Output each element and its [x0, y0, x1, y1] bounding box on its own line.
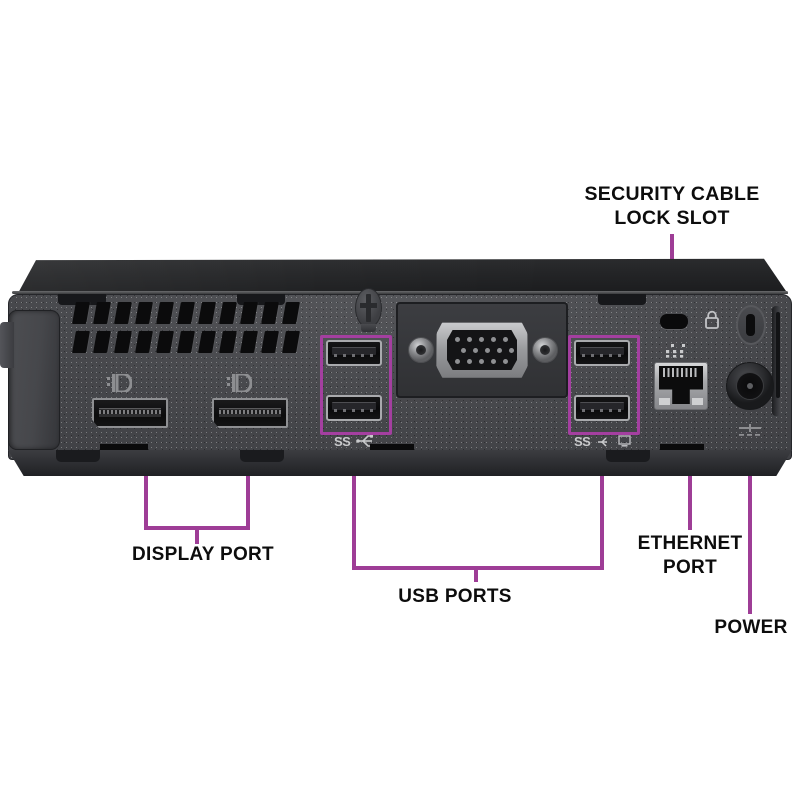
right-edge-latch-groove [776, 312, 780, 398]
rj45-foot-right [692, 398, 703, 405]
vga-pin [467, 337, 472, 342]
vga-pin [473, 348, 478, 353]
padlock-icon [704, 310, 720, 330]
vga-pin [455, 337, 460, 342]
chassis-base-lip [8, 450, 792, 476]
mini-pc-rear-panel: SS [0, 258, 800, 498]
vent-slot [114, 331, 132, 353]
power-jack-center-pin [747, 383, 753, 389]
lid-seam [12, 291, 788, 294]
thumbscrew-slot-vertical [366, 294, 371, 322]
label-ethernet-port: ETHERNET PORT [637, 533, 743, 578]
displayport-2-pins [219, 410, 281, 414]
label-security-cable-lock-slot: SECURITY CABLE LOCK SLOT [584, 183, 760, 230]
vga-pin [497, 348, 502, 353]
leader-line-ethernet [688, 438, 692, 530]
leader-line-usb-left [352, 438, 356, 570]
vga-pin [485, 348, 490, 353]
displayport-1-pins [99, 410, 161, 414]
vent-slot [177, 331, 195, 353]
lid-reflection [17, 258, 788, 294]
vent-slot [93, 302, 111, 324]
usb-port-4-pins [582, 409, 622, 412]
vga-pin [491, 337, 496, 342]
dc-power-icon [735, 424, 765, 442]
vent-slot [177, 302, 195, 324]
leader-line-usb-right [600, 438, 604, 570]
vga-pin [479, 359, 484, 364]
vent-slot [114, 302, 132, 324]
usb-port-3-pins [582, 354, 622, 357]
vga-pin [467, 359, 472, 364]
label-power: POWER [714, 617, 788, 638]
vent-slot [156, 331, 174, 353]
vent-slot [240, 331, 258, 353]
vent-slot [261, 331, 279, 353]
side-access-panel [8, 310, 60, 450]
vga-pin [479, 337, 484, 342]
usb-port-4-tongue [580, 402, 624, 410]
leader-line-display-left [144, 426, 148, 530]
leader-line-display-stem [195, 526, 199, 544]
chassis-top-lid [17, 258, 788, 294]
vent-slot [219, 302, 237, 324]
vga-pin [491, 359, 496, 364]
vent-slot [261, 302, 279, 324]
display-marking-icon [618, 434, 631, 452]
ethernet-led-indicator-icons [663, 344, 695, 358]
usb-port-1-tongue [332, 347, 376, 355]
vent-slot [240, 302, 258, 324]
highlight-usb-right-group [568, 335, 640, 435]
vent-slot [135, 331, 153, 353]
vga-pin [509, 348, 514, 353]
top-notch [58, 294, 106, 305]
vent-slot [282, 302, 300, 324]
vga-pin [461, 348, 466, 353]
usb-port-1-pins [334, 354, 374, 357]
vent-slot [282, 331, 300, 353]
label-usb-ports: USB PORTS [398, 586, 512, 607]
label-display-port: DISPLAY PORT [132, 544, 274, 565]
thumbscrew-slot-horizontal [360, 303, 377, 308]
leader-line-usb-bracket [352, 566, 604, 570]
vga-thumbscrew-right [532, 337, 558, 363]
side-panel-lip [0, 322, 14, 368]
vga-thumbscrew-left [408, 337, 434, 363]
vent-slot [93, 331, 111, 353]
chassis-keylock-slot [746, 314, 755, 336]
security-cable-lock-slot[interactable] [660, 314, 688, 329]
vent-slot [198, 302, 216, 324]
ventilation-grille [70, 302, 310, 360]
thumbscrew-tab [361, 324, 376, 332]
top-notch [237, 294, 285, 305]
usb-superspeed-label-left: SS [334, 434, 351, 449]
chassis-foot [56, 450, 100, 462]
vga-pin [455, 359, 460, 364]
usb-trident-icon [596, 435, 610, 453]
usb-superspeed-label-right: SS [574, 434, 591, 449]
rj45-contact-pins [663, 368, 699, 377]
displayport-icon [226, 372, 253, 394]
vent-slot [135, 302, 153, 324]
usb-port-3-tongue [580, 347, 624, 355]
usb-port-2-tongue [332, 402, 376, 410]
highlight-usb-left-group [320, 335, 392, 435]
vga-connector-cavity [447, 330, 517, 370]
leader-line-display-right [246, 426, 250, 530]
vga-pin [503, 359, 508, 364]
vga-pin [503, 337, 508, 342]
chassis-foot [240, 450, 284, 462]
vent-slot [72, 302, 90, 324]
usb-port-2-pins [334, 409, 374, 412]
vent-slot [72, 331, 90, 353]
top-notch [598, 294, 646, 305]
vent-slot [198, 331, 216, 353]
rj45-foot-left [659, 398, 670, 405]
displayport-icon [106, 372, 133, 394]
chassis-foot [606, 450, 650, 462]
leader-line-power [748, 438, 752, 614]
vent-slot [156, 302, 174, 324]
vent-slot [219, 331, 237, 353]
leader-line-usb-stem [474, 566, 478, 582]
